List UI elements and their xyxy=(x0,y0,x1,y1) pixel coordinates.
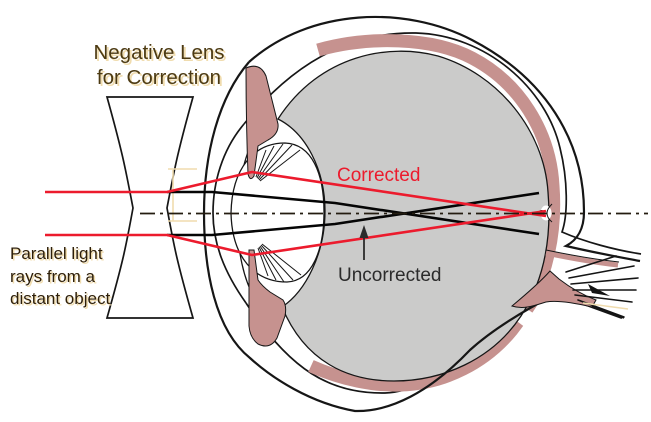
nerve-fiber-line-tan xyxy=(582,302,629,310)
uncorrected-ray-lower xyxy=(167,191,540,237)
zonule-fiber xyxy=(260,244,294,281)
parallel-rays-label-line-3: distant object xyxy=(10,289,110,308)
iris-ciliary-lower xyxy=(248,249,287,347)
parallel-rays-label-line-1: Parallel light xyxy=(10,244,103,263)
nerve-fiber-line xyxy=(574,294,633,303)
zonule-fiber xyxy=(261,243,302,276)
arrow-head xyxy=(359,225,369,238)
corrected-ray-lower xyxy=(45,209,547,257)
parallel-rays-label-line-2: rays from a xyxy=(10,267,96,286)
nerve-lower-pink-elbow xyxy=(510,270,597,308)
uncorrected-arrow xyxy=(359,225,369,260)
lens-shadow-marks xyxy=(168,168,197,222)
crystalline-lens xyxy=(230,142,325,283)
nerve-fiber-fan xyxy=(565,255,639,318)
zonule-fiber xyxy=(259,149,301,182)
nerve-fiber-line xyxy=(570,277,639,285)
sclera-outer-line-upper xyxy=(248,15,641,263)
title-line-2: for Correction xyxy=(97,66,221,89)
cornea-inner-arc xyxy=(212,123,247,304)
nerve-fiber-wedge xyxy=(588,284,610,296)
nerve-fiber-line xyxy=(565,255,617,273)
nerve-upper-strip-outline xyxy=(545,249,620,263)
corrected-label: Corrected xyxy=(337,165,420,186)
choroid-band-lower xyxy=(308,318,524,392)
uncorrected-ray-upper xyxy=(167,190,540,236)
title-line-1: Negative Lens xyxy=(93,41,224,64)
nerve-upper-pink-strip xyxy=(545,250,619,268)
corrected-ray-upper xyxy=(45,170,547,218)
iris-ciliary-upper xyxy=(245,65,279,180)
light-rays xyxy=(45,170,547,257)
nerve-fiber-line xyxy=(568,265,635,279)
uncorrected-label: Uncorrected xyxy=(338,265,442,286)
optic-nerve xyxy=(510,249,639,318)
negative-lens xyxy=(105,96,195,319)
